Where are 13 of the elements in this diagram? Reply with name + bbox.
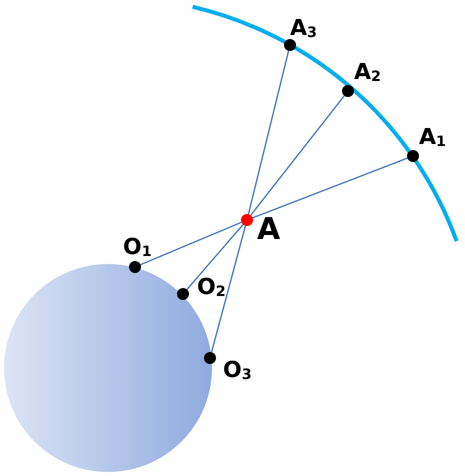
point-label: O$_{1}$ <box>123 237 152 260</box>
point-label: A <box>257 215 280 245</box>
line-segment <box>186 224 244 290</box>
line-segment <box>248 50 290 214</box>
point-label: O$_{2}$ <box>197 277 226 300</box>
line-segment <box>250 95 345 216</box>
line-segment <box>252 158 408 218</box>
point-label: A$_{3}$ <box>290 18 317 40</box>
point-label: A$_{1}$ <box>419 127 446 150</box>
point-label: A$_{2}$ <box>354 62 381 84</box>
point-label: O$_{3}$ <box>223 360 252 382</box>
line-segment <box>140 222 242 266</box>
line-segment <box>210 226 246 352</box>
